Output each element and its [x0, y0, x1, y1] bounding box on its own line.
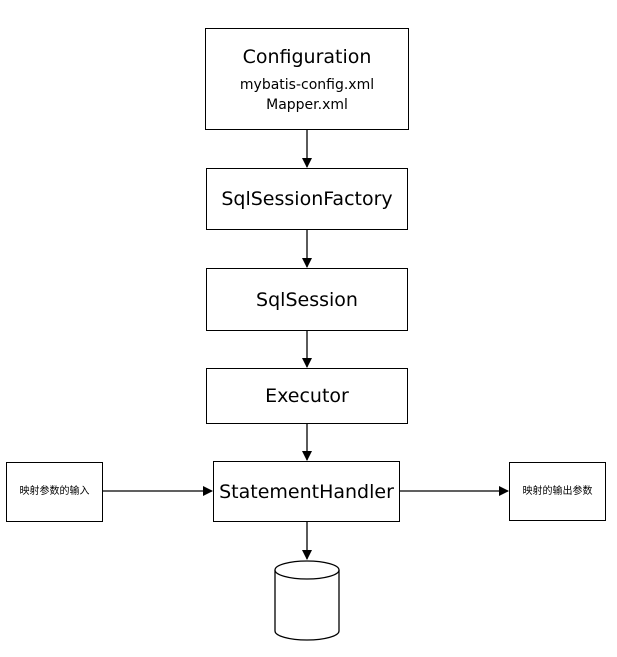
input-mapping-node: 映射参数的输入: [6, 462, 103, 522]
database-cylinder-icon: [274, 560, 340, 641]
statement-handler-label: StatementHandler: [219, 480, 394, 503]
statement-handler-node: StatementHandler: [213, 461, 400, 522]
configuration-node: Configuration mybatis-config.xml Mapper.…: [205, 28, 409, 130]
configuration-title: Configuration: [242, 46, 372, 68]
sql-session-factory-node: SqlSessionFactory: [206, 168, 408, 230]
output-mapping-label: 映射的输出参数: [522, 485, 593, 497]
sql-session-node: SqlSession: [206, 268, 408, 331]
configuration-file-mapper: Mapper.xml: [266, 97, 348, 113]
configuration-file-mybatis-config: mybatis-config.xml: [239, 77, 375, 93]
output-mapping-node: 映射的输出参数: [509, 462, 606, 521]
input-mapping-label: 映射参数的输入: [19, 486, 90, 497]
executor-label: Executor: [265, 385, 349, 407]
sql-session-label: SqlSession: [256, 288, 358, 311]
executor-node: Executor: [206, 368, 408, 424]
sql-session-factory-label: SqlSessionFactory: [221, 188, 393, 210]
